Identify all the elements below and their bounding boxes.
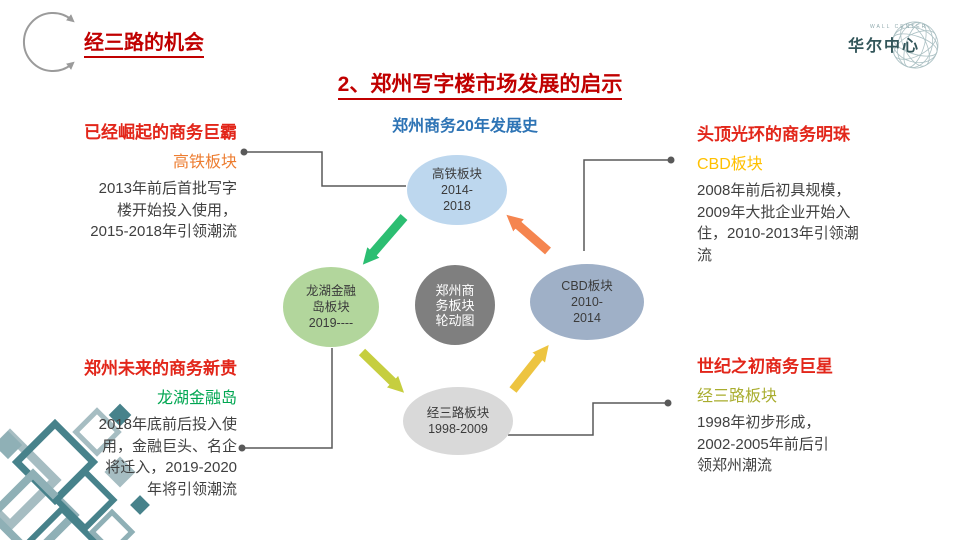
connector-bottom-right bbox=[508, 402, 668, 436]
callout-jingsanlu: 世纪之初商务巨星 经三路板块 1998年初步形成， 2002-2005年前后引 … bbox=[697, 352, 932, 477]
node-longhu-label: 龙湖金融 岛板块 2019---- bbox=[305, 284, 356, 330]
callout-cbd: 头顶光环的商务明珠 CBD板块 2008年前后初具规模， 2009年大批企业开始… bbox=[697, 120, 947, 266]
section-title: 经三路的机会 bbox=[84, 26, 204, 58]
section-title-text: 经三路的机会 bbox=[84, 32, 204, 58]
callout-body: 2013年前后首批写字 楼开始投入使用， 2015-2018年引领潮流 bbox=[90, 180, 237, 240]
callout-header: 已经崛起的商务巨霸 bbox=[84, 123, 237, 142]
company-logo: WALL CENTER 华尔中心 bbox=[848, 24, 948, 56]
callout-subheader: 经三路板块 bbox=[697, 388, 778, 405]
callout-header: 世纪之初商务巨星 bbox=[697, 357, 833, 376]
node-gaotie: 高铁板块 2014- 2018 bbox=[407, 155, 507, 225]
callout-body: 2008年前后初具规模， 2009年大批企业开始入 住，2010-2013年引领… bbox=[697, 182, 859, 264]
diagram-title: 郑州商务20年发展史 bbox=[392, 118, 538, 135]
logo-name: 华尔中心 bbox=[848, 38, 921, 55]
node-center-hub: 郑州商 务板块 轮动图 bbox=[415, 265, 495, 345]
arrow-top-to-left bbox=[362, 214, 408, 265]
callout-header: 郑州未来的商务新贵 bbox=[84, 359, 237, 378]
node-cbd-label: CBD板块 2010- 2014 bbox=[561, 279, 613, 325]
globe-icon bbox=[891, 21, 939, 69]
arrow-left-to-bottom bbox=[358, 348, 405, 393]
callout-longhu: 郑州未来的商务新贵 龙湖金融岛 2018年底前后投入使 用，金融巨头、名企 将迁… bbox=[32, 354, 237, 500]
connector-dot bbox=[664, 399, 672, 407]
node-jingsanlu-label: 经三路板块 1998-2009 bbox=[426, 406, 490, 436]
node-jingsanlu: 经三路板块 1998-2009 bbox=[403, 387, 513, 455]
callout-gaotie: 已经崛起的商务巨霸 高铁板块 2013年前后首批写字 楼开始投入使用， 2015… bbox=[32, 118, 237, 243]
node-longhu: 龙湖金融 岛板块 2019---- bbox=[283, 267, 379, 347]
circular-arrow-icon bbox=[22, 12, 75, 72]
connector-dot bbox=[238, 444, 246, 452]
connector-dot bbox=[240, 148, 248, 156]
page-title-text: 2、郑州写字楼市场发展的启示 bbox=[337, 73, 623, 100]
page-title: 2、郑州写字楼市场发展的启示 bbox=[0, 68, 960, 100]
callout-subheader: 龙湖金融岛 bbox=[156, 390, 237, 407]
callout-body: 2018年底前后投入使 用，金融巨头、名企 将迁入，2019-2020 年将引领… bbox=[98, 416, 237, 498]
callout-body: 1998年初步形成， 2002-2005年前后引 领郑州潮流 bbox=[697, 414, 829, 474]
node-center-label: 郑州商 务板块 轮动图 bbox=[435, 282, 475, 328]
arrow-right-to-top bbox=[506, 214, 551, 255]
logo-tiny-text: WALL CENTER bbox=[870, 24, 928, 30]
connector-top-right bbox=[583, 159, 671, 251]
connector-top-left bbox=[244, 151, 406, 187]
callout-subheader: 高铁板块 bbox=[172, 154, 237, 171]
node-cbd: CBD板块 2010- 2014 bbox=[530, 264, 644, 340]
callout-header: 头顶光环的商务明珠 bbox=[697, 125, 850, 144]
connector-bottom-left bbox=[242, 348, 333, 449]
callout-subheader: CBD板块 bbox=[697, 156, 763, 173]
arrow-bottom-to-right bbox=[509, 345, 549, 393]
node-gaotie-label: 高铁板块 2014- 2018 bbox=[431, 167, 482, 213]
connector-dot bbox=[667, 156, 675, 164]
